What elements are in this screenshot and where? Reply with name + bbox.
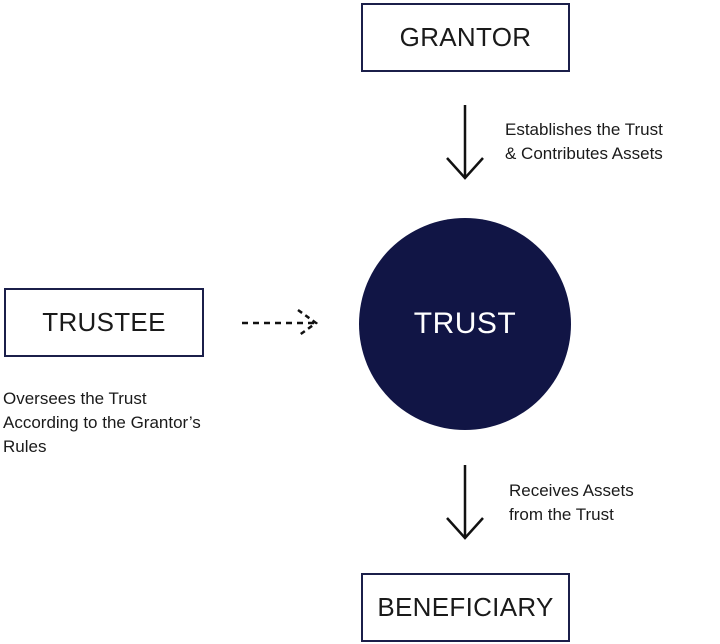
caption-line: & Contributes Assets [505, 144, 663, 163]
caption-line: from the Trust [509, 505, 614, 524]
grantor-to-trust-arrow [446, 105, 484, 180]
trustee-node: TRUSTEE [4, 288, 204, 357]
caption-line: Establishes the Trust [505, 120, 663, 139]
grantor-label: GRANTOR [399, 22, 532, 52]
trust-to-beneficiary-arrow [446, 465, 484, 540]
trust-node: TRUST [359, 218, 571, 430]
caption-line: Rules [3, 437, 47, 456]
trustee-label: TRUSTEE [42, 307, 166, 337]
trustee-role-caption: Oversees the Trust According to the Gran… [3, 387, 201, 459]
beneficiary-label: BENEFICIARY [377, 592, 554, 622]
caption-line: Oversees the Trust [3, 389, 147, 408]
grantor-to-trust-caption: Establishes the Trust & Contributes Asse… [505, 118, 663, 166]
trustee-to-trust-dashed-arrow [242, 308, 319, 338]
trust-to-beneficiary-caption: Receives Assets from the Trust [509, 479, 634, 527]
caption-line: According to the Grantor’s [3, 413, 201, 432]
beneficiary-node: BENEFICIARY [361, 573, 570, 642]
trust-label: TRUST [413, 307, 517, 340]
grantor-node: GRANTOR [361, 3, 570, 72]
caption-line: Receives Assets [509, 481, 634, 500]
